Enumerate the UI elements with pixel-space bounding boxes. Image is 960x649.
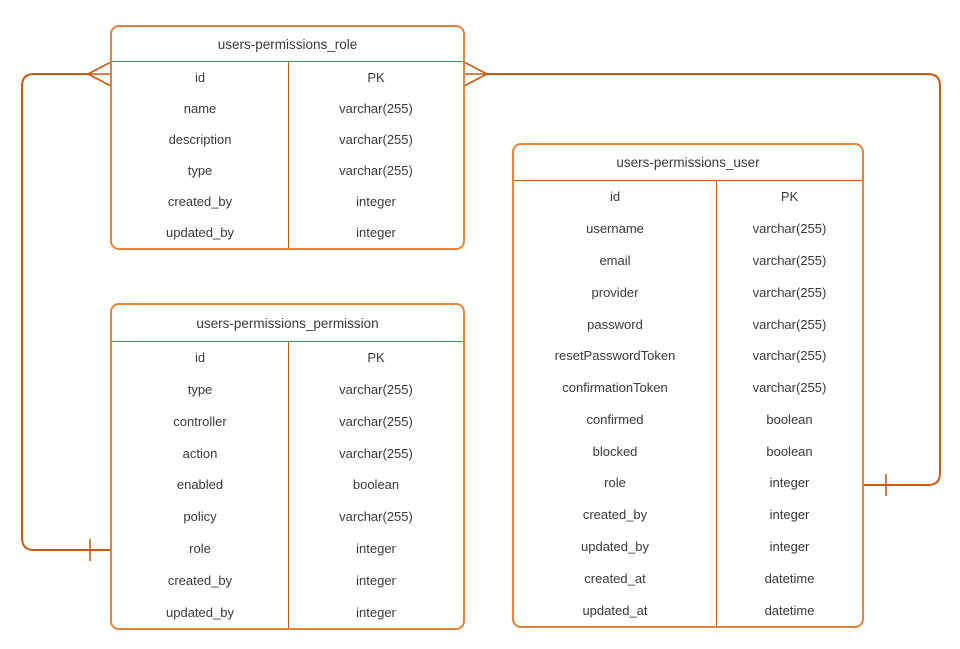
field-type-cell: varchar(255)	[288, 437, 463, 470]
field-name-cell: role	[604, 475, 626, 491]
field-name-cell: confirmationToken	[562, 380, 668, 396]
relationship-role-permission[interactable]	[21, 61, 111, 562]
field-type-cell: PK	[716, 181, 862, 213]
field-type-cell: integer	[288, 564, 463, 597]
field-name-cell: updated_by	[581, 539, 649, 555]
field-name-cell: policy	[183, 509, 217, 525]
field-type-cell: varchar(255)	[716, 244, 862, 277]
field-name-cell: type	[187, 163, 213, 178]
table-body: id PK type varchar(255) controller varchar(25…	[112, 342, 463, 628]
relationship-role-user-line[interactable]	[487, 73, 941, 486]
field-name-cell: id	[609, 189, 621, 205]
field-name-cell: updated_at	[582, 602, 648, 618]
field-name-cell: created_by	[167, 194, 233, 209]
field-type-cell: boolean	[716, 435, 862, 468]
field-type-cell: integer	[288, 217, 463, 248]
field-type-cell: varchar(255)	[288, 373, 463, 406]
table-users-permissions-user[interactable]: users-permissions_user id PK username varch…	[512, 143, 864, 628]
relationship-role-user[interactable]	[464, 61, 941, 497]
field-name-cell: created_by	[582, 507, 648, 523]
field-type-cell: varchar(255)	[288, 405, 463, 438]
field-type-cell: integer	[288, 186, 463, 217]
field-name-cell: created_by	[167, 572, 233, 588]
field-type-cell: varchar(255)	[716, 212, 862, 245]
field-name-cell: id	[194, 70, 206, 85]
field-name-cell: confirmed	[586, 411, 644, 427]
field-type-cell: varchar(255)	[288, 93, 463, 124]
field-name-cell: resetPasswordToken	[554, 348, 676, 364]
field-type-cell: integer	[716, 467, 862, 499]
field-type-cell: integer	[716, 530, 862, 563]
field-name-cell: updated_by	[166, 225, 234, 240]
field-name-cell: provider	[591, 284, 639, 300]
field-name-cell: updated_by	[166, 604, 234, 620]
table-title: users-permissions_user	[514, 145, 862, 181]
relationship-role-permission-line[interactable]	[21, 73, 110, 551]
field-name-cell: type	[187, 382, 213, 398]
field-name-cell: role	[189, 541, 211, 557]
field-name-cell: name	[183, 101, 217, 116]
crowsfoot-many-icon	[464, 61, 489, 87]
field-name-cell: enabled	[176, 477, 224, 493]
field-name-cell: controller	[173, 413, 227, 429]
field-type-cell: varchar(255)	[716, 276, 862, 309]
field-name-cell: description	[168, 132, 232, 147]
field-type-cell: varchar(255)	[716, 339, 862, 372]
field-name-cell: action	[182, 445, 218, 461]
table-users-permissions-permission[interactable]: users-permissions_permission id PK type var…	[110, 303, 465, 630]
table-body: id PK username varchar(255) email varchar(255…	[514, 181, 862, 626]
field-type-cell: PK	[288, 342, 463, 374]
table-title: users-permissions_role	[112, 27, 463, 62]
field-name-cell: blocked	[592, 443, 638, 459]
field-type-cell: varchar(255)	[288, 124, 463, 155]
field-type-cell: varchar(255)	[288, 500, 463, 533]
field-type-cell: varchar(255)	[716, 308, 862, 340]
crowsfoot-many-icon	[86, 61, 111, 87]
field-type-cell: datetime	[716, 562, 862, 595]
table-title: users-permissions_permission	[112, 305, 463, 342]
field-name-cell: email	[599, 252, 631, 268]
field-type-cell: varchar(255)	[288, 155, 463, 186]
field-name-cell: id	[194, 350, 206, 366]
field-type-cell: integer	[716, 498, 862, 531]
table-body: id PK name varchar(255) description varchar(2…	[112, 62, 463, 248]
field-name-cell: username	[586, 221, 644, 237]
field-name-cell: created_at	[584, 570, 646, 586]
field-name-cell: password	[587, 316, 643, 332]
field-type-cell: integer	[288, 596, 463, 628]
table-users-permissions-role[interactable]: users-permissions_role id PK name varchar(2…	[110, 25, 465, 250]
field-type-cell: varchar(255)	[716, 371, 862, 404]
field-type-cell: PK	[288, 62, 463, 93]
field-type-cell: datetime	[716, 594, 862, 626]
field-type-cell: boolean	[716, 403, 862, 436]
field-type-cell: integer	[288, 532, 463, 565]
field-type-cell: boolean	[288, 469, 463, 501]
